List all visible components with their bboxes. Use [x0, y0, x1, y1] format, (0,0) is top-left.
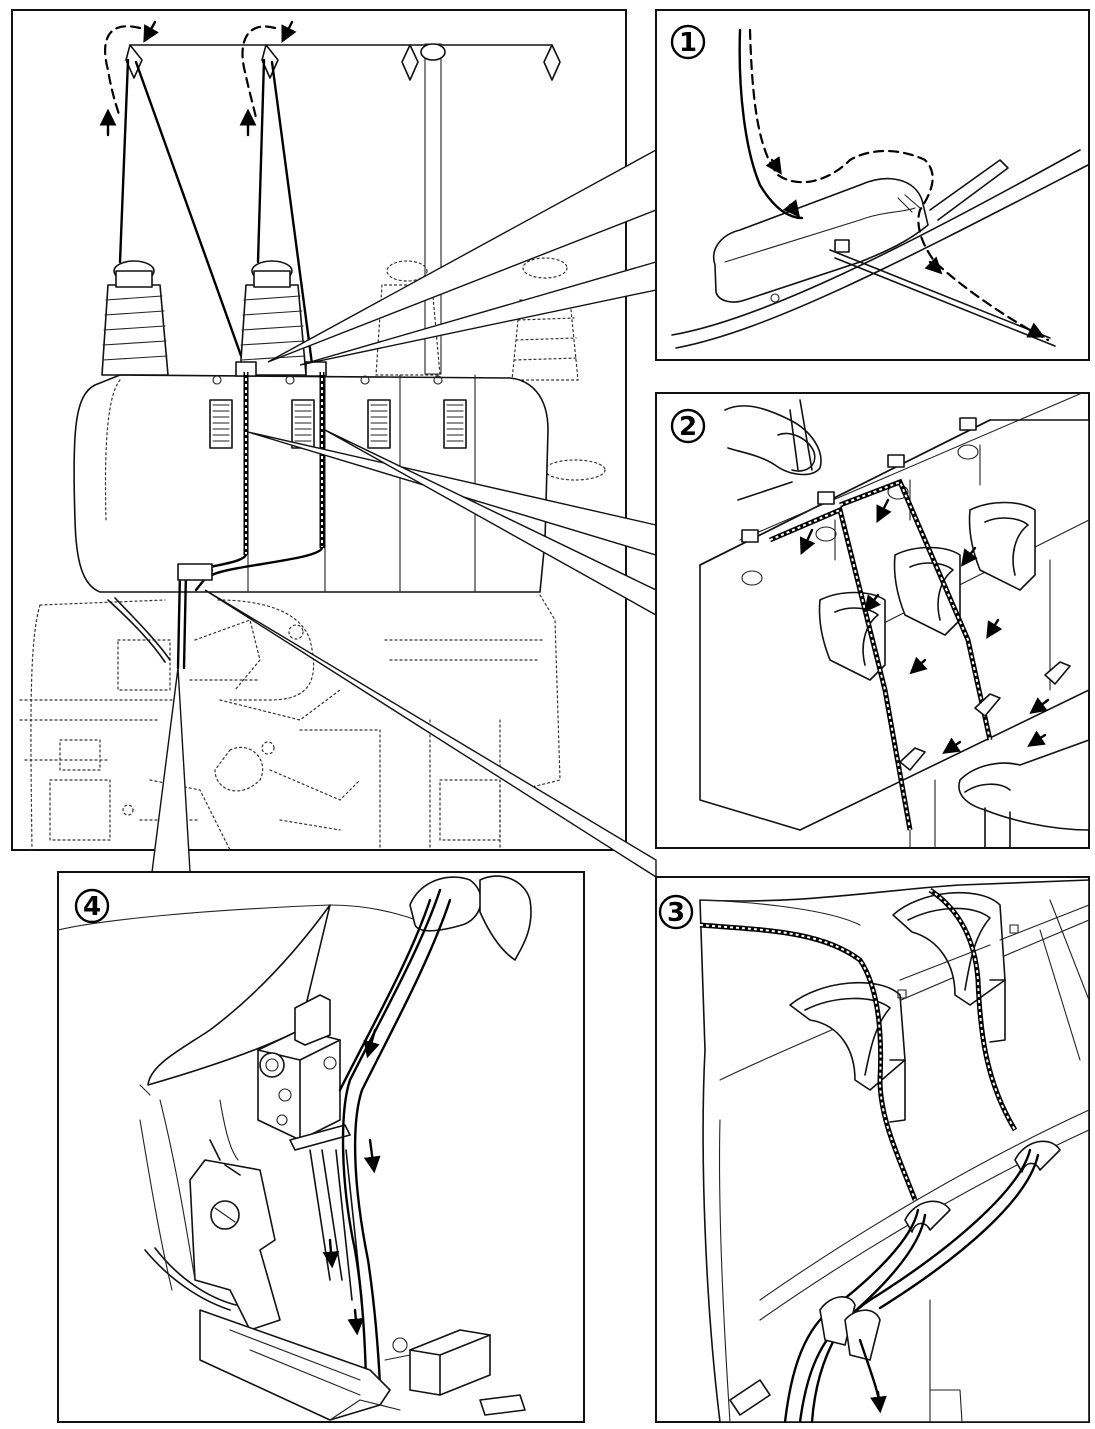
step-1-number: 1 [679, 28, 697, 58]
tension-dials [209, 399, 467, 449]
looper-block [384, 1329, 526, 1416]
stand-arrow-down-left [143, 20, 159, 43]
callout-wedge-3 [204, 589, 657, 879]
step-4-number: 4 [83, 892, 101, 922]
presser-foot [144, 1139, 401, 1421]
machine-lower-body [19, 594, 561, 850]
top-guide-clips [741, 417, 977, 543]
hand-bottom [958, 739, 1089, 848]
callout-wedges [151, 148, 657, 879]
step-2-badge [670, 408, 706, 444]
step-4-badge [74, 888, 110, 924]
step-3-badge [658, 894, 694, 930]
machine-cover [73, 361, 549, 593]
step-3-number: 3 [667, 898, 685, 928]
step-2-number: 2 [679, 412, 697, 442]
panel-step-4: 4 [57, 871, 585, 1423]
stand-arrow-down-right [281, 20, 297, 44]
needle-clamp [257, 994, 351, 1151]
hand-top [724, 399, 822, 501]
main-machine-panel [11, 9, 627, 851]
panel-step-1: 1 [655, 9, 1090, 361]
step-1-badge [670, 24, 706, 60]
thread-stand [125, 43, 561, 375]
panel-step-3: 3 [655, 876, 1090, 1423]
panel-step-2: 2 [655, 392, 1090, 849]
panel-4-frame [57, 871, 585, 1423]
